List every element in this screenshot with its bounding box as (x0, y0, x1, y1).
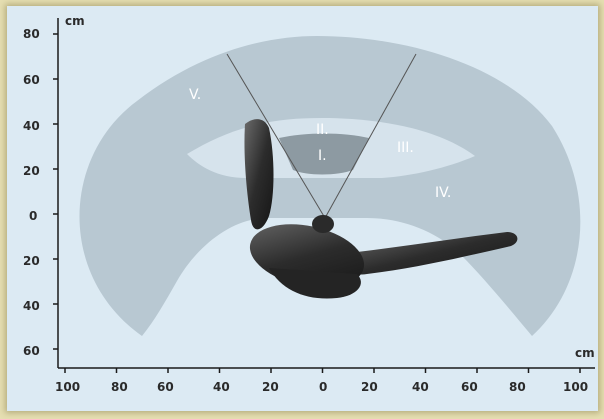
x-tick-label: 100 (563, 380, 588, 394)
x-axis-unit-label: cm (575, 346, 595, 360)
x-tick-label: 80 (111, 380, 128, 394)
sight-line-right (324, 53, 417, 219)
x-tick-marks (64, 368, 581, 373)
outer-reach-zone (79, 36, 581, 336)
x-tick-label: 20 (361, 380, 378, 394)
x-tick-label: 20 (262, 380, 279, 394)
reach-zones-diagram: cm cm 80 60 40 20 0 20 40 60 100 80 60 4… (23, 14, 595, 394)
x-tick-label: 60 (461, 380, 478, 394)
y-tick-label: 60 (23, 73, 40, 87)
extended-arm (347, 232, 518, 275)
y-tick-label: 40 (23, 299, 40, 313)
zone-label-iii: III. (397, 140, 414, 156)
zone-label-i: I. (318, 148, 327, 164)
zone-label-ii: II. (316, 122, 329, 138)
y-tick-label: 0 (29, 209, 37, 223)
y-tick-label: 20 (23, 254, 40, 268)
zone-label-v: V. (189, 87, 201, 103)
x-tick-label: 100 (55, 380, 80, 394)
x-tick-label: 80 (509, 380, 526, 394)
diagram-frame: cm cm 80 60 40 20 0 20 40 60 100 80 60 4… (7, 6, 598, 411)
head (312, 215, 334, 233)
zone-label-iv: IV. (435, 185, 451, 201)
y-tick-label: 20 (23, 164, 40, 178)
y-tick-label: 60 (23, 344, 40, 358)
lower-body (269, 268, 361, 299)
y-tick-marks (53, 33, 58, 350)
x-tick-label: 40 (412, 380, 429, 394)
central-zone (279, 133, 369, 175)
y-tick-label: 40 (23, 119, 40, 133)
x-tick-label: 0 (319, 380, 327, 394)
human-figure (244, 119, 518, 299)
raised-arm (244, 119, 274, 230)
y-axis-unit-label: cm (65, 14, 85, 28)
sight-line-left (226, 53, 326, 219)
y-tick-label: 80 (23, 27, 40, 41)
x-tick-label: 40 (213, 380, 230, 394)
x-tick-label: 60 (157, 380, 174, 394)
